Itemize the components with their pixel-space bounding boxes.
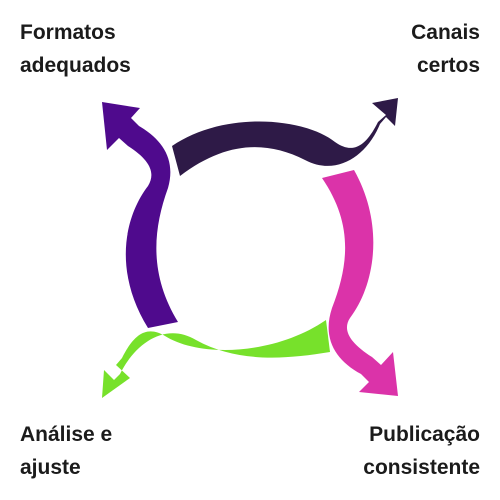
label-canais-certos: Canais certos	[411, 16, 480, 82]
label-line: adequados	[20, 54, 131, 77]
arrow-right-shaft	[322, 170, 398, 396]
label-analise-ajuste: Análise e ajuste	[20, 418, 112, 484]
label-line: Canais	[411, 21, 480, 44]
label-line: consistente	[363, 456, 480, 479]
label-line: Publicação	[369, 423, 480, 446]
label-line: certos	[416, 54, 480, 77]
label-formatos-adequados: Formatos adequados	[20, 16, 131, 82]
arrow-top-shaft	[172, 98, 398, 176]
label-line: Análise e	[20, 423, 113, 446]
arrow-bottom-shaft	[102, 320, 330, 398]
label-publicacao-consistente: Publicação consistente	[363, 418, 480, 484]
arrow-left-shaft	[102, 102, 178, 328]
label-line: ajuste	[20, 456, 81, 479]
label-line: Formatos	[20, 21, 116, 44]
